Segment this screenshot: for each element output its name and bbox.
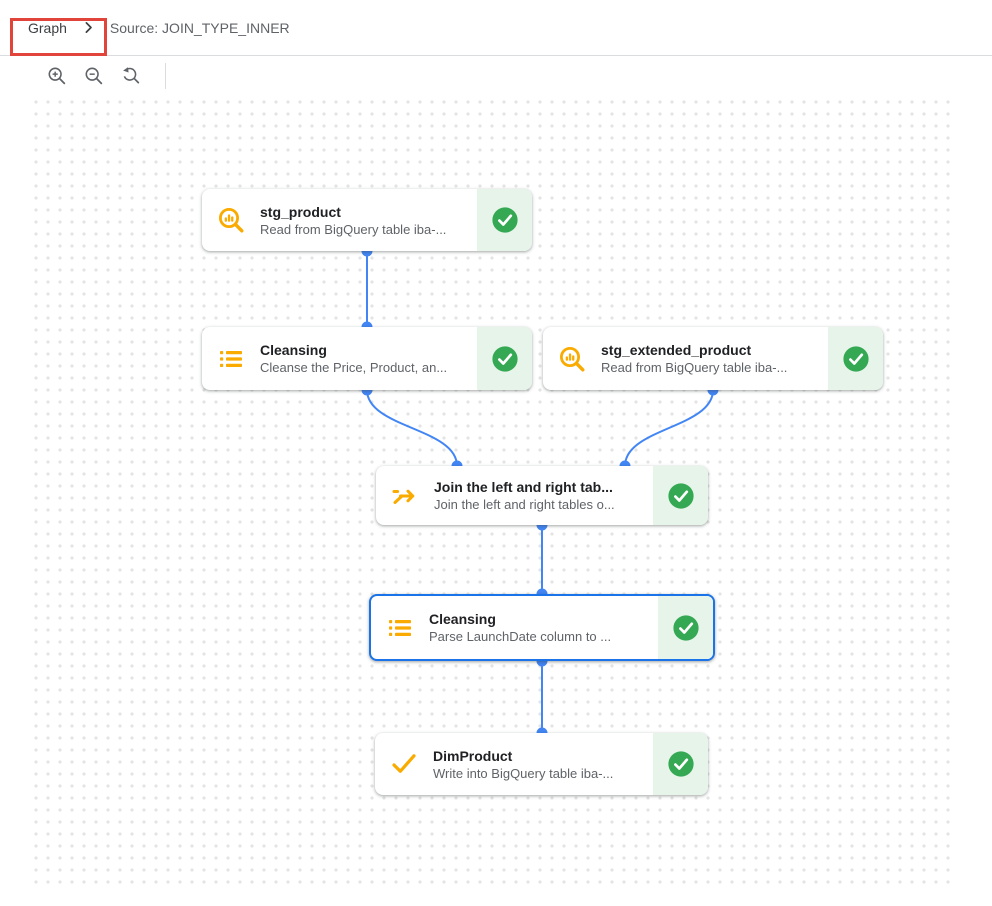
breadcrumb-item-source: Source: JOIN_TYPE_INNER [109,19,290,36]
success-check-icon [667,482,695,510]
node-subtitle: Cleanse the Price, Product, an... [260,360,448,375]
search-chart-icon [202,205,260,235]
zoom-reset-button[interactable] [118,63,144,89]
success-check-icon [672,614,700,642]
node-subtitle: Join the left and right tables o... [434,497,615,512]
check-icon [375,749,433,779]
status-panel [477,327,532,390]
zoom-out-icon [83,65,105,87]
canvas-toolbar [0,56,992,96]
list-icon [202,344,260,374]
node-subtitle: Read from BigQuery table iba-... [601,360,788,375]
zoom-in-button[interactable] [44,63,70,89]
pipeline-edge [366,389,458,467]
zoom-in-icon [46,65,68,87]
breadcrumb-item-graph[interactable]: Graph [28,19,67,36]
breadcrumb-bar: Graph Source: JOIN_TYPE_INNER [0,0,992,56]
pipeline-node-join[interactable]: Join the left and right tab... Join the l… [376,466,708,525]
node-title: DimProduct [433,747,513,764]
success-check-icon [491,345,519,373]
success-check-icon [842,345,870,373]
pipeline-edge [624,389,714,467]
node-subtitle: Write into BigQuery table iba-... [433,765,614,781]
node-title: Join the left and right tab... [434,479,613,495]
status-panel [653,733,708,795]
toolbar-divider [165,63,166,89]
chevron-right-icon [80,19,97,36]
zoom-out-button[interactable] [81,63,107,89]
node-subtitle: Read from BigQuery table iba-... [260,221,447,237]
list-icon [371,613,429,643]
join-icon [376,481,434,511]
node-title: Cleansing [429,611,496,627]
status-panel [653,466,708,525]
status-panel [477,189,532,251]
zoom-reset-icon [120,65,142,87]
node-title: stg_extended_product [601,342,752,358]
status-panel [828,327,883,390]
node-title: Cleansing [260,342,327,358]
success-check-icon [667,750,695,778]
node-title: stg_product [260,203,341,220]
status-panel [658,596,713,659]
search-chart-icon [543,344,601,374]
node-subtitle: Parse LaunchDate column to ... [429,629,612,644]
node-text: Join the left and right tab... Join the l… [434,479,653,512]
success-check-icon [491,206,519,234]
